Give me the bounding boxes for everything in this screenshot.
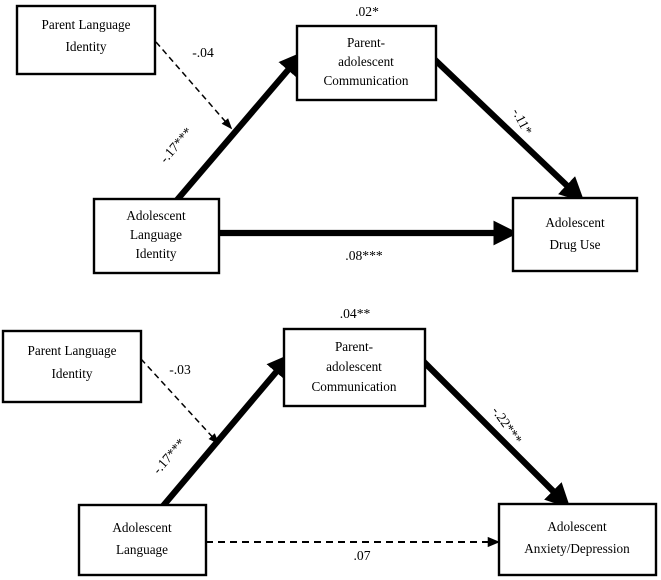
label-adolescent-identity-to-drug-use-top: .08*** bbox=[345, 248, 383, 263]
box-adolescent-language-identity-top-line3: Identity bbox=[135, 246, 176, 261]
box-parent-adolescent-communication-top-line2: adolescent bbox=[338, 54, 394, 69]
box-adolescent-language-bottom-line1: Adolescent bbox=[112, 520, 172, 535]
panel-bottom: Parent Language Identity Parent- adolesc… bbox=[1, 306, 658, 577]
path-communication-to-anxiety bbox=[419, 357, 571, 509]
box-parent-adolescent-communication-bottom[interactable] bbox=[282, 327, 427, 408]
label-adolescent-language-to-communication: -.17*** bbox=[150, 435, 189, 477]
box-parent-adolescent-communication-top-line1: Parent- bbox=[347, 35, 385, 50]
box-adolescent-anxiety-depression-line1: Adolescent bbox=[547, 519, 607, 534]
box-parent-adolescent-communication-top-line3: Communication bbox=[324, 73, 409, 88]
path-adolescent-language-to-communication bbox=[160, 353, 293, 509]
label-r-square-communication-top: .02* bbox=[355, 4, 379, 19]
path-parent-identity-to-communication bbox=[155, 41, 233, 130]
label-adolescent-language-to-anxiety: .07 bbox=[354, 548, 371, 563]
label-communication-to-anxiety: -.22*** bbox=[489, 404, 525, 447]
box-parent-adolescent-communication-top[interactable] bbox=[295, 24, 438, 102]
box-parent-language-identity-bottom-line1: Parent Language bbox=[28, 343, 117, 358]
box-parent-adolescent-communication-bottom-line1: Parent- bbox=[335, 339, 373, 354]
box-parent-language-identity-top-line1: Parent Language bbox=[42, 17, 131, 32]
path-adolescent-identity-to-communication bbox=[174, 51, 305, 203]
box-parent-language-identity-top-line2: Identity bbox=[65, 39, 106, 54]
box-adolescent-anxiety-depression-bottom[interactable] bbox=[497, 502, 658, 577]
path-communication-to-drug-use bbox=[429, 54, 585, 203]
box-adolescent-drug-use-top-line1: Adolescent bbox=[545, 215, 605, 230]
box-parent-language-identity-bottom-line2: Identity bbox=[51, 366, 92, 381]
box-parent-language-identity-top[interactable] bbox=[15, 4, 157, 76]
box-adolescent-anxiety-depression-line2: Anxiety/Depression bbox=[524, 541, 630, 556]
box-parent-adolescent-communication-bottom-line2: adolescent bbox=[326, 359, 382, 374]
path-parent-identity-to-communication-bottom bbox=[140, 358, 220, 445]
box-adolescent-drug-use-top[interactable] bbox=[511, 196, 639, 273]
label-adolescent-identity-to-communication-top: -.17*** bbox=[157, 124, 196, 166]
box-parent-adolescent-communication-bottom-line3: Communication bbox=[312, 379, 397, 394]
box-adolescent-language-bottom[interactable] bbox=[77, 503, 208, 577]
box-adolescent-language-identity-top-line1: Adolescent bbox=[126, 208, 186, 223]
box-adolescent-language-identity-top[interactable] bbox=[92, 197, 221, 275]
label-parent-identity-to-communication-bottom: -.03 bbox=[169, 362, 191, 377]
box-parent-language-identity-bottom[interactable] bbox=[1, 329, 143, 404]
box-adolescent-drug-use-top-line2: Drug Use bbox=[550, 237, 601, 252]
label-r-square-communication-bottom: .04** bbox=[340, 306, 371, 321]
panel-top: Parent Language Identity Parent- adolesc… bbox=[15, 4, 639, 275]
label-parent-identity-to-communication-top: -.04 bbox=[192, 45, 214, 60]
box-adolescent-language-identity-top-line2: Language bbox=[130, 227, 182, 242]
box-adolescent-language-bottom-line2: Language bbox=[116, 542, 168, 557]
